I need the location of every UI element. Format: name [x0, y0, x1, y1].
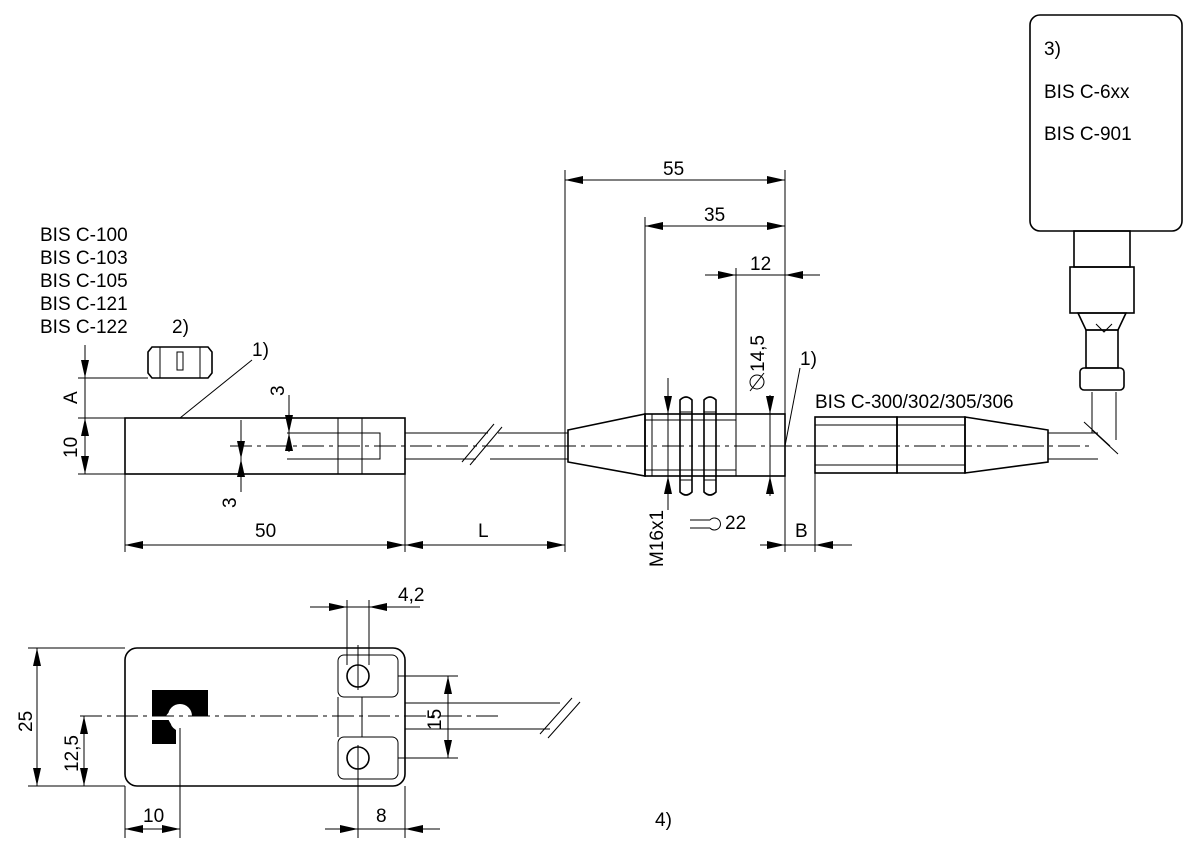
dim-25: 25	[16, 711, 37, 732]
data-carrier-top-view	[80, 645, 581, 790]
read-head	[567, 367, 801, 496]
note-1-right: 1)	[800, 349, 817, 370]
dim-55: 55	[663, 159, 684, 180]
model-label: BIS C-105	[40, 271, 128, 292]
dim-15: 15	[425, 709, 446, 730]
data-carrier-side-view	[124, 346, 406, 475]
box-model: BIS C-6xx	[1044, 82, 1130, 103]
note-4: 4)	[655, 810, 672, 831]
note-1-left: 1)	[252, 340, 269, 361]
dimensions-upper	[78, 170, 852, 552]
dim-35: 35	[704, 205, 725, 226]
model-label: BIS C-103	[40, 248, 128, 269]
dim-A: A	[61, 391, 82, 404]
dim-wrench-22: 22	[725, 513, 746, 534]
dimension-labels: 55 35 12 50 L B 22 4,2 10 8 4) A 10 3 3 …	[16, 159, 808, 831]
box-model: BIS C-901	[1044, 124, 1132, 145]
model-label: BIS C-121	[40, 294, 128, 315]
processor-box	[1029, 14, 1183, 391]
dim-12-5: 12,5	[62, 735, 83, 772]
dim-B: B	[795, 521, 808, 542]
dim-diameter-14-5: 14,5	[748, 335, 769, 372]
dim-4-2: 4,2	[398, 585, 424, 606]
connector-cable	[814, 392, 1119, 474]
note-3: 3)	[1044, 39, 1061, 60]
dim-8: 8	[376, 806, 387, 827]
diameter-symbol-icon	[749, 372, 765, 392]
model-label: BIS C-100	[40, 225, 128, 246]
model-label: BIS C-122	[40, 317, 128, 338]
dim-thread-m16: M16x1	[647, 510, 668, 567]
dim-10-lower: 10	[143, 806, 164, 827]
dimensions-lower	[28, 600, 458, 838]
cable-left	[230, 423, 1090, 466]
dim-L: L	[478, 521, 489, 542]
dim-12: 12	[750, 254, 771, 275]
dim-50: 50	[255, 521, 276, 542]
dim-3-lower: 3	[220, 497, 241, 508]
connector-label: BIS C-300/302/305/306	[815, 392, 1014, 413]
dim-3-upper: 3	[268, 385, 289, 396]
note-2: 2)	[172, 317, 189, 338]
dim-10: 10	[61, 437, 82, 458]
model-list: BIS C-100 BIS C-103 BIS C-105 BIS C-121 …	[40, 225, 128, 338]
